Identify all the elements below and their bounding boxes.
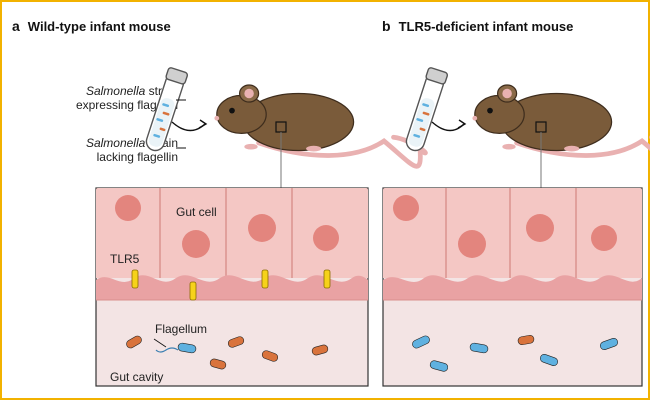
label-flagellum: Flagellum [155,322,208,336]
label-gut-cell: Gut cell [176,205,217,219]
tube-b [402,66,449,154]
label-strain-expressing-genus: Salmonella [85,84,146,98]
mouse-b [472,85,650,166]
panel-b-title: TLR5-deficient infant mouse [398,19,574,34]
label-strain-lacking-line2: lacking flagellin [96,150,178,165]
panel-a-letter: a [12,18,20,34]
gut-panel-a [95,187,369,387]
tube-a [142,66,189,154]
mouse-a [214,85,425,166]
panel-a-heading: a Wild-type infant mouse [12,18,171,34]
label-strain-expressing-line2: expressing flagellin [75,98,178,113]
label-tlr5: TLR5 [110,252,140,266]
label-strain-lacking-genus: Salmonella [85,136,146,150]
panel-a-title: Wild-type infant mouse [27,19,171,34]
panel-b-letter: b [382,18,391,34]
panel-b-heading: b TLR5-deficient infant mouse [382,18,573,34]
label-gut-cavity: Gut cavity [110,370,164,384]
gut-panel-b [382,187,643,387]
